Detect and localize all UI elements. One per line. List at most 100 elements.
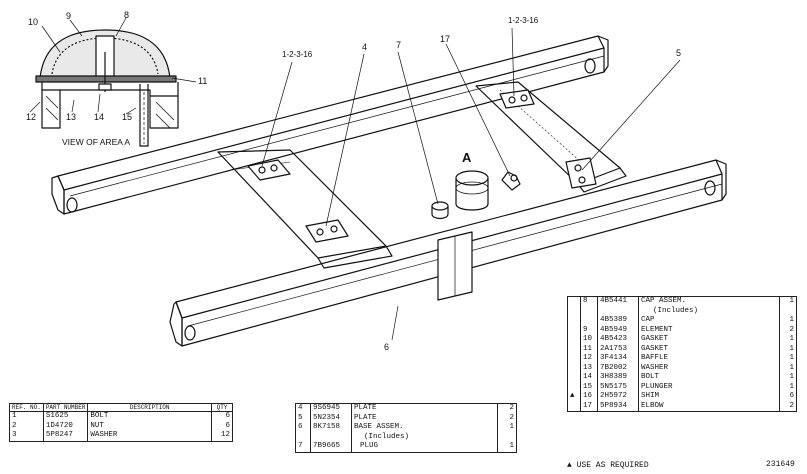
table-row: (Includes) <box>567 306 797 317</box>
ref-no: 7 <box>295 442 311 452</box>
description: BAFFLE <box>638 354 780 364</box>
inset-view-area-a <box>29 17 197 147</box>
ref-no: 12 <box>580 354 598 364</box>
part-number: 3F4134 <box>597 354 639 364</box>
part-number: 4B5441 <box>597 296 639 307</box>
qty: 1 <box>789 344 794 353</box>
description: PLATE <box>351 413 498 423</box>
description: CAP ASSEM. <box>638 296 780 307</box>
ref-no: 10 <box>580 335 598 345</box>
qty: 1 <box>509 442 514 450</box>
qty <box>498 433 517 443</box>
description: WASHER <box>638 363 780 373</box>
qty: 2 <box>509 413 514 422</box>
qty: 1 <box>789 316 794 324</box>
description: NUT <box>87 421 212 431</box>
use-as-required-mark <box>567 344 581 354</box>
use-as-required-mark <box>567 325 581 335</box>
part-number: 9S6945 <box>310 403 352 414</box>
ref-no: 8 <box>580 296 598 307</box>
use-as-required-mark <box>567 401 581 412</box>
ref-no: 11 <box>580 344 598 354</box>
qty: 12 <box>220 431 230 439</box>
upper-rail <box>51 35 609 215</box>
qty: 6 <box>225 412 230 420</box>
use-as-required-mark <box>567 382 581 392</box>
inset-callout-14: 14 <box>94 112 105 122</box>
qty: 2 <box>789 401 794 410</box>
ref-no: 16 <box>580 392 598 402</box>
plug <box>431 201 449 220</box>
ref-no: 13 <box>580 363 598 373</box>
callout-1-2-3-16-right: 1-2-3-16 <box>508 16 539 25</box>
qty: 2 <box>789 325 794 334</box>
callout-7: 7 <box>396 40 402 50</box>
qty: 6 <box>225 421 230 430</box>
inset-callout-9: 9 <box>66 11 72 21</box>
qty: 1 <box>789 373 794 381</box>
use-as-required-mark <box>567 363 581 373</box>
table-row: 4 9S6945 PLATE 2 <box>295 403 517 414</box>
table-row: (Includes) <box>295 432 517 443</box>
part-number: 7B9665 <box>310 442 352 452</box>
table-row: 3 5P8247 WASHER 12 <box>9 431 233 441</box>
description: WASHER <box>87 431 212 441</box>
use-as-required-mark <box>567 373 581 383</box>
ref-no <box>580 306 598 316</box>
leader-lines <box>261 27 681 341</box>
part-number: 4B5389 <box>597 316 639 326</box>
callout-5: 5 <box>676 48 682 58</box>
part-number: 8K7158 <box>310 423 352 433</box>
part-number <box>597 306 639 316</box>
part-number: 2A1753 <box>597 344 639 354</box>
ref-no: 6 <box>295 423 311 433</box>
description: BOLT <box>638 373 780 383</box>
ref-no <box>295 432 311 442</box>
ref-no: 1 <box>9 411 44 422</box>
inset-callout-12: 12 <box>26 112 37 122</box>
callout-6: 6 <box>384 342 390 352</box>
description: (Includes) <box>351 432 498 442</box>
header-part-number: PART NUMBER <box>43 403 89 412</box>
qty: 6 <box>789 392 794 400</box>
breather-cap-a <box>455 170 489 211</box>
part-number: 4B5423 <box>597 335 639 345</box>
description: PLATE <box>351 403 498 414</box>
inset-callout-10: 10 <box>28 17 39 27</box>
inset-callout-8: 8 <box>124 10 130 20</box>
callout-4: 4 <box>362 42 368 52</box>
description: (Includes) <box>638 306 780 316</box>
use-as-required-mark: ▲ <box>567 392 581 402</box>
use-as-required-mark <box>567 316 581 326</box>
ref-no: 14 <box>580 373 598 383</box>
table-row: 6 8K7158 BASE ASSEM. 1 <box>295 423 517 433</box>
use-as-required-mark <box>567 296 581 307</box>
parts-table-left: REF. NO. PART NUMBER DESCRIPTION QTY 1 S… <box>9 403 233 442</box>
description: GASKET <box>638 344 780 354</box>
table-row: 5 5N2354 PLATE 2 <box>295 413 517 423</box>
ref-no: 17 <box>580 401 598 412</box>
drawing-number: 231649 <box>766 460 795 469</box>
qty: 1 <box>789 297 794 305</box>
description: GASKET <box>638 335 780 345</box>
qty <box>780 307 797 317</box>
part-number: 7B2002 <box>597 363 639 373</box>
parts-table-middle: 4 9S6945 PLATE 2 5 5N2354 PLATE 2 6 8K71… <box>295 403 517 453</box>
part-number: 5P8934 <box>597 401 639 412</box>
part-number: S1625 <box>43 411 89 422</box>
part-number: 1D4720 <box>43 421 89 431</box>
table-row: 2 1D4720 NUT 6 <box>9 421 233 431</box>
description: ELBOW <box>638 401 780 412</box>
table-row: 7 7B9665 PLUG 1 <box>295 442 517 452</box>
inset-callout-11: 11 <box>198 76 208 86</box>
description: BASE ASSEM. <box>351 423 498 433</box>
